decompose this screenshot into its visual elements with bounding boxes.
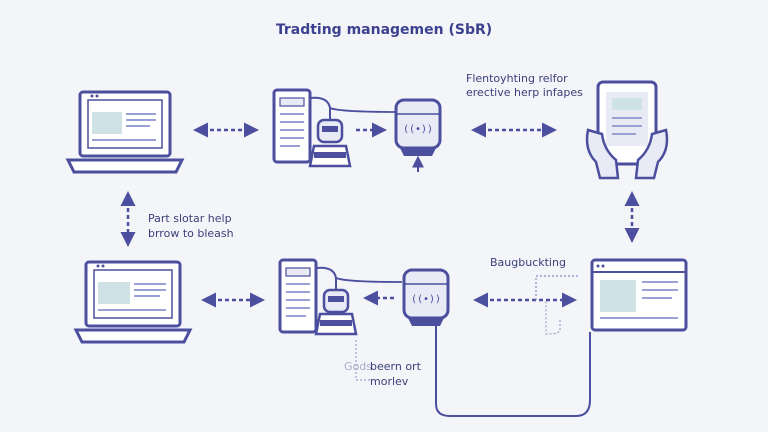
tablet-hands-icon: [585, 80, 669, 180]
label-top-right-line1: Flentoyhting relfor: [466, 72, 568, 85]
label-left-mid-line1: Part slotar help: [148, 212, 232, 225]
database-icon: [308, 96, 352, 168]
router-icon: ((•)): [402, 268, 450, 326]
label-left-mid-line2: brrow to bleash: [148, 227, 234, 240]
server-icon: [278, 258, 318, 334]
label-top-right-line2: erective herp infapes: [466, 86, 583, 99]
browser-window-icon: [590, 258, 688, 332]
label-bottom-faded: Gods: [344, 360, 372, 373]
label-bottom-line2: morlev: [370, 375, 409, 388]
laptop-icon: [73, 260, 193, 344]
diagram-title: Tradting managemen (SbR): [275, 22, 493, 38]
laptop-icon: [65, 90, 185, 174]
connector-server-router: [329, 107, 399, 113]
return-path: [435, 326, 591, 417]
router-icon: ((•)): [394, 98, 442, 156]
server-icon: [272, 88, 312, 164]
callout-line: [355, 340, 370, 381]
dotted-return-path: [545, 300, 561, 335]
label-right-mid: Baugbuckting: [490, 256, 566, 269]
label-bottom-line1: beern ort: [370, 360, 421, 373]
svg-text:((•)): ((•)): [403, 124, 433, 135]
connector-server-router-bottom: [335, 277, 403, 283]
database-icon: [314, 266, 358, 336]
svg-text:((•)): ((•)): [411, 294, 441, 305]
dotted-feedback-line: [535, 275, 580, 300]
